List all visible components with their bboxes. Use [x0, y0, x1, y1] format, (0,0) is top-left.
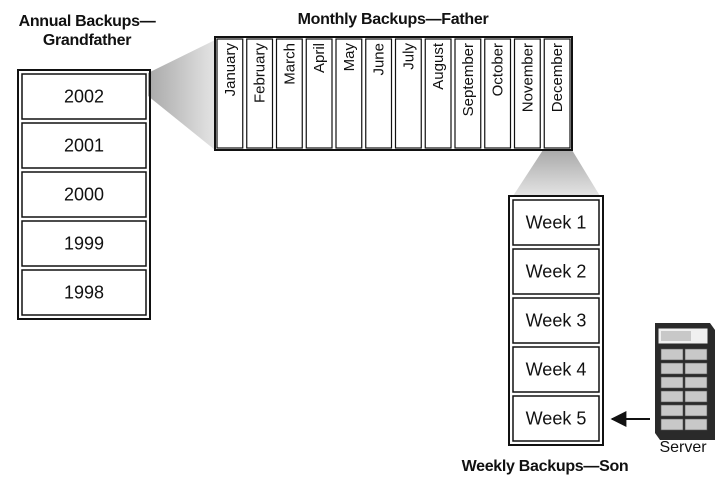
week-label: Week 3 — [526, 311, 587, 331]
month-label: December — [549, 43, 566, 112]
month-cell — [484, 38, 512, 149]
week-cell — [512, 346, 600, 393]
month-label: February — [252, 43, 269, 104]
annual-title-line1: Annual Backups— — [18, 13, 156, 30]
month-label: November — [519, 43, 536, 112]
annual-year-label: 1998 — [64, 283, 104, 303]
december-to-weekly-funnel — [513, 150, 600, 196]
server-rack-icon — [655, 323, 715, 440]
server-drive-slot — [684, 362, 708, 375]
month-cell — [365, 38, 393, 149]
week-cell — [512, 248, 600, 295]
server-drive-slot — [684, 348, 708, 361]
annual-year-label: 2000 — [64, 185, 104, 205]
week-cell — [512, 395, 600, 442]
month-label: May — [341, 43, 358, 72]
server-drive-slot — [684, 418, 708, 431]
server-drive-slot — [660, 376, 684, 389]
annual-year-label: 1999 — [64, 234, 104, 254]
week-label: Week 5 — [526, 409, 587, 429]
month-cell — [424, 38, 452, 149]
annual-year-cell — [21, 220, 147, 267]
annual-year-cell — [21, 73, 147, 120]
server-drive-slot — [684, 376, 708, 389]
server-label: Server — [659, 439, 707, 456]
week-label: Week 1 — [526, 213, 587, 233]
month-label: January — [222, 43, 239, 97]
annual-year-cell — [21, 171, 147, 218]
monthly-backups-strip: January February March April May June July Augu… — [214, 36, 573, 151]
month-label: August — [430, 42, 447, 90]
month-cell — [513, 38, 541, 149]
monthly-backups-title: Monthly Backups—Father — [297, 11, 489, 28]
annual-backups-stack: 2002 2001 2000 1999 1998 — [17, 69, 151, 320]
annual-title-line2: Grandfather — [42, 32, 132, 49]
server-drive-slot — [660, 418, 684, 431]
annual-year-cell — [21, 269, 147, 316]
week-cell — [512, 297, 600, 344]
server-drive-slot — [660, 348, 684, 361]
month-label: July — [400, 43, 417, 70]
server-drive-slot — [684, 404, 708, 417]
weekly-backups-title: Weekly Backups—Son — [461, 458, 629, 475]
annual-year-cell — [21, 122, 147, 169]
annual-year-label: 2002 — [64, 87, 104, 107]
week-label: Week 2 — [526, 262, 587, 282]
server-drive-slot — [660, 390, 684, 403]
month-label: March — [281, 43, 298, 85]
annual-backups-title: Annual Backups— Grandfather — [2, 12, 172, 50]
server-drive-slot — [684, 390, 708, 403]
annual-to-monthly-funnel — [148, 40, 215, 150]
month-label: October — [490, 43, 507, 96]
month-cell — [543, 38, 571, 149]
month-cell — [454, 38, 482, 149]
month-label: June — [371, 43, 388, 76]
month-cell — [305, 38, 333, 149]
month-cell — [394, 38, 422, 149]
server-drive-slot — [660, 362, 684, 375]
annual-year-label: 2001 — [64, 136, 104, 156]
server-drive-slot — [660, 404, 684, 417]
month-label: April — [311, 43, 328, 73]
month-cell — [246, 38, 274, 149]
month-label: September — [460, 43, 477, 116]
month-cell — [216, 38, 244, 149]
week-label: Week 4 — [526, 360, 587, 380]
week-cell — [512, 199, 600, 246]
weekly-backups-stack: Week 1 Week 2 Week 3 Week 4 Week 5 — [508, 195, 604, 446]
month-cell — [335, 38, 363, 149]
month-cell — [275, 38, 303, 149]
